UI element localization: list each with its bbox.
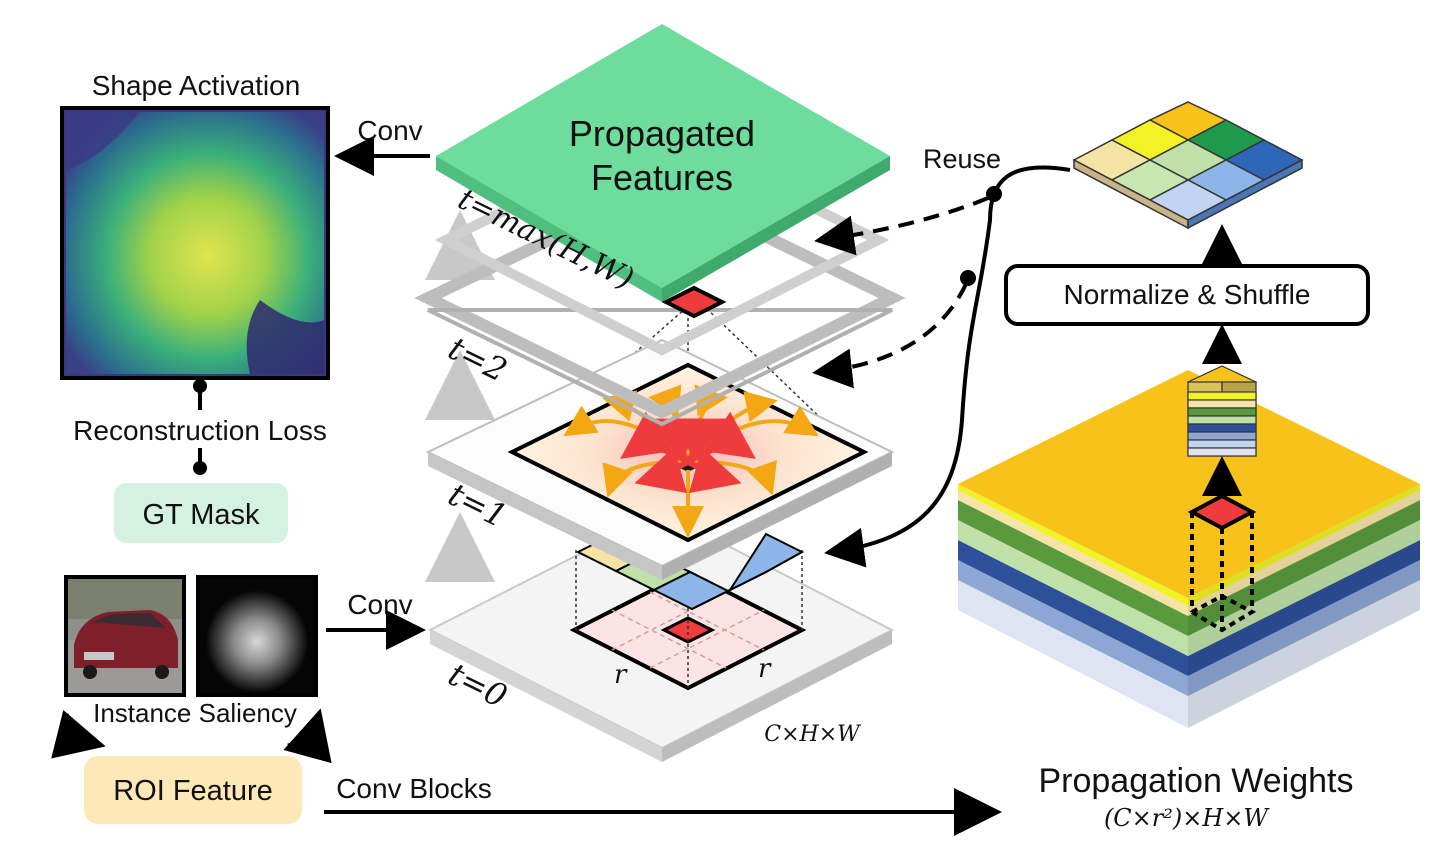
curve-arrow-right — [283, 708, 332, 764]
r-left-label: r — [614, 660, 628, 690]
loss-dot-bottom — [193, 461, 207, 475]
gt-mask-label: GT Mask — [142, 499, 260, 531]
propagation-weights-block — [958, 370, 1420, 728]
roi-feature-label: ROI Feature — [113, 775, 273, 807]
saliency-image — [196, 575, 318, 697]
reuse-dashed-2 — [812, 283, 968, 389]
shape-activation-title: Shape Activation — [92, 70, 301, 101]
roi-feature-box — [84, 756, 302, 824]
propagation-weights-label: Propagation Weights — [1038, 762, 1353, 800]
instance-image — [64, 575, 186, 697]
r-right-label: r — [758, 654, 772, 684]
kernel-grid — [1072, 101, 1304, 230]
normalize-shuffle-box — [1004, 264, 1370, 326]
weights-column — [1186, 365, 1258, 457]
normalize-shuffle-label: Normalize & Shuffle — [1064, 279, 1311, 310]
loss-dot-top — [193, 379, 207, 393]
reuse-curve — [824, 165, 1071, 568]
curve-arrow-left — [51, 710, 106, 759]
reconstruction-loss-label: Reconstruction Loss — [73, 415, 327, 446]
dims-label: C×H×W — [764, 722, 862, 747]
propagated-line2: Features — [591, 157, 733, 198]
conv-blocks-label: Conv Blocks — [336, 773, 492, 804]
propagation-dims-label: (C×r²)×H×W — [1104, 804, 1270, 832]
reuse-dot-1 — [986, 186, 1002, 202]
gt-mask-box — [114, 483, 288, 543]
instance-saliency-label: Instance Saliency — [93, 698, 297, 728]
reuse-dashed-1 — [814, 196, 989, 256]
propagated-line1: Propagated — [569, 113, 755, 154]
layer-t1 — [425, 338, 895, 580]
reuse-label: Reuse — [923, 144, 1001, 174]
reuse-dot-2 — [960, 270, 976, 286]
shape-activation-heatmap — [60, 106, 330, 380]
conv-top-label: Conv — [357, 115, 422, 146]
propagated-features-plate — [436, 24, 890, 302]
conv-mid-label: Conv — [347, 589, 412, 620]
red-cell-top — [661, 285, 727, 319]
dotted-prism — [1190, 512, 1257, 633]
